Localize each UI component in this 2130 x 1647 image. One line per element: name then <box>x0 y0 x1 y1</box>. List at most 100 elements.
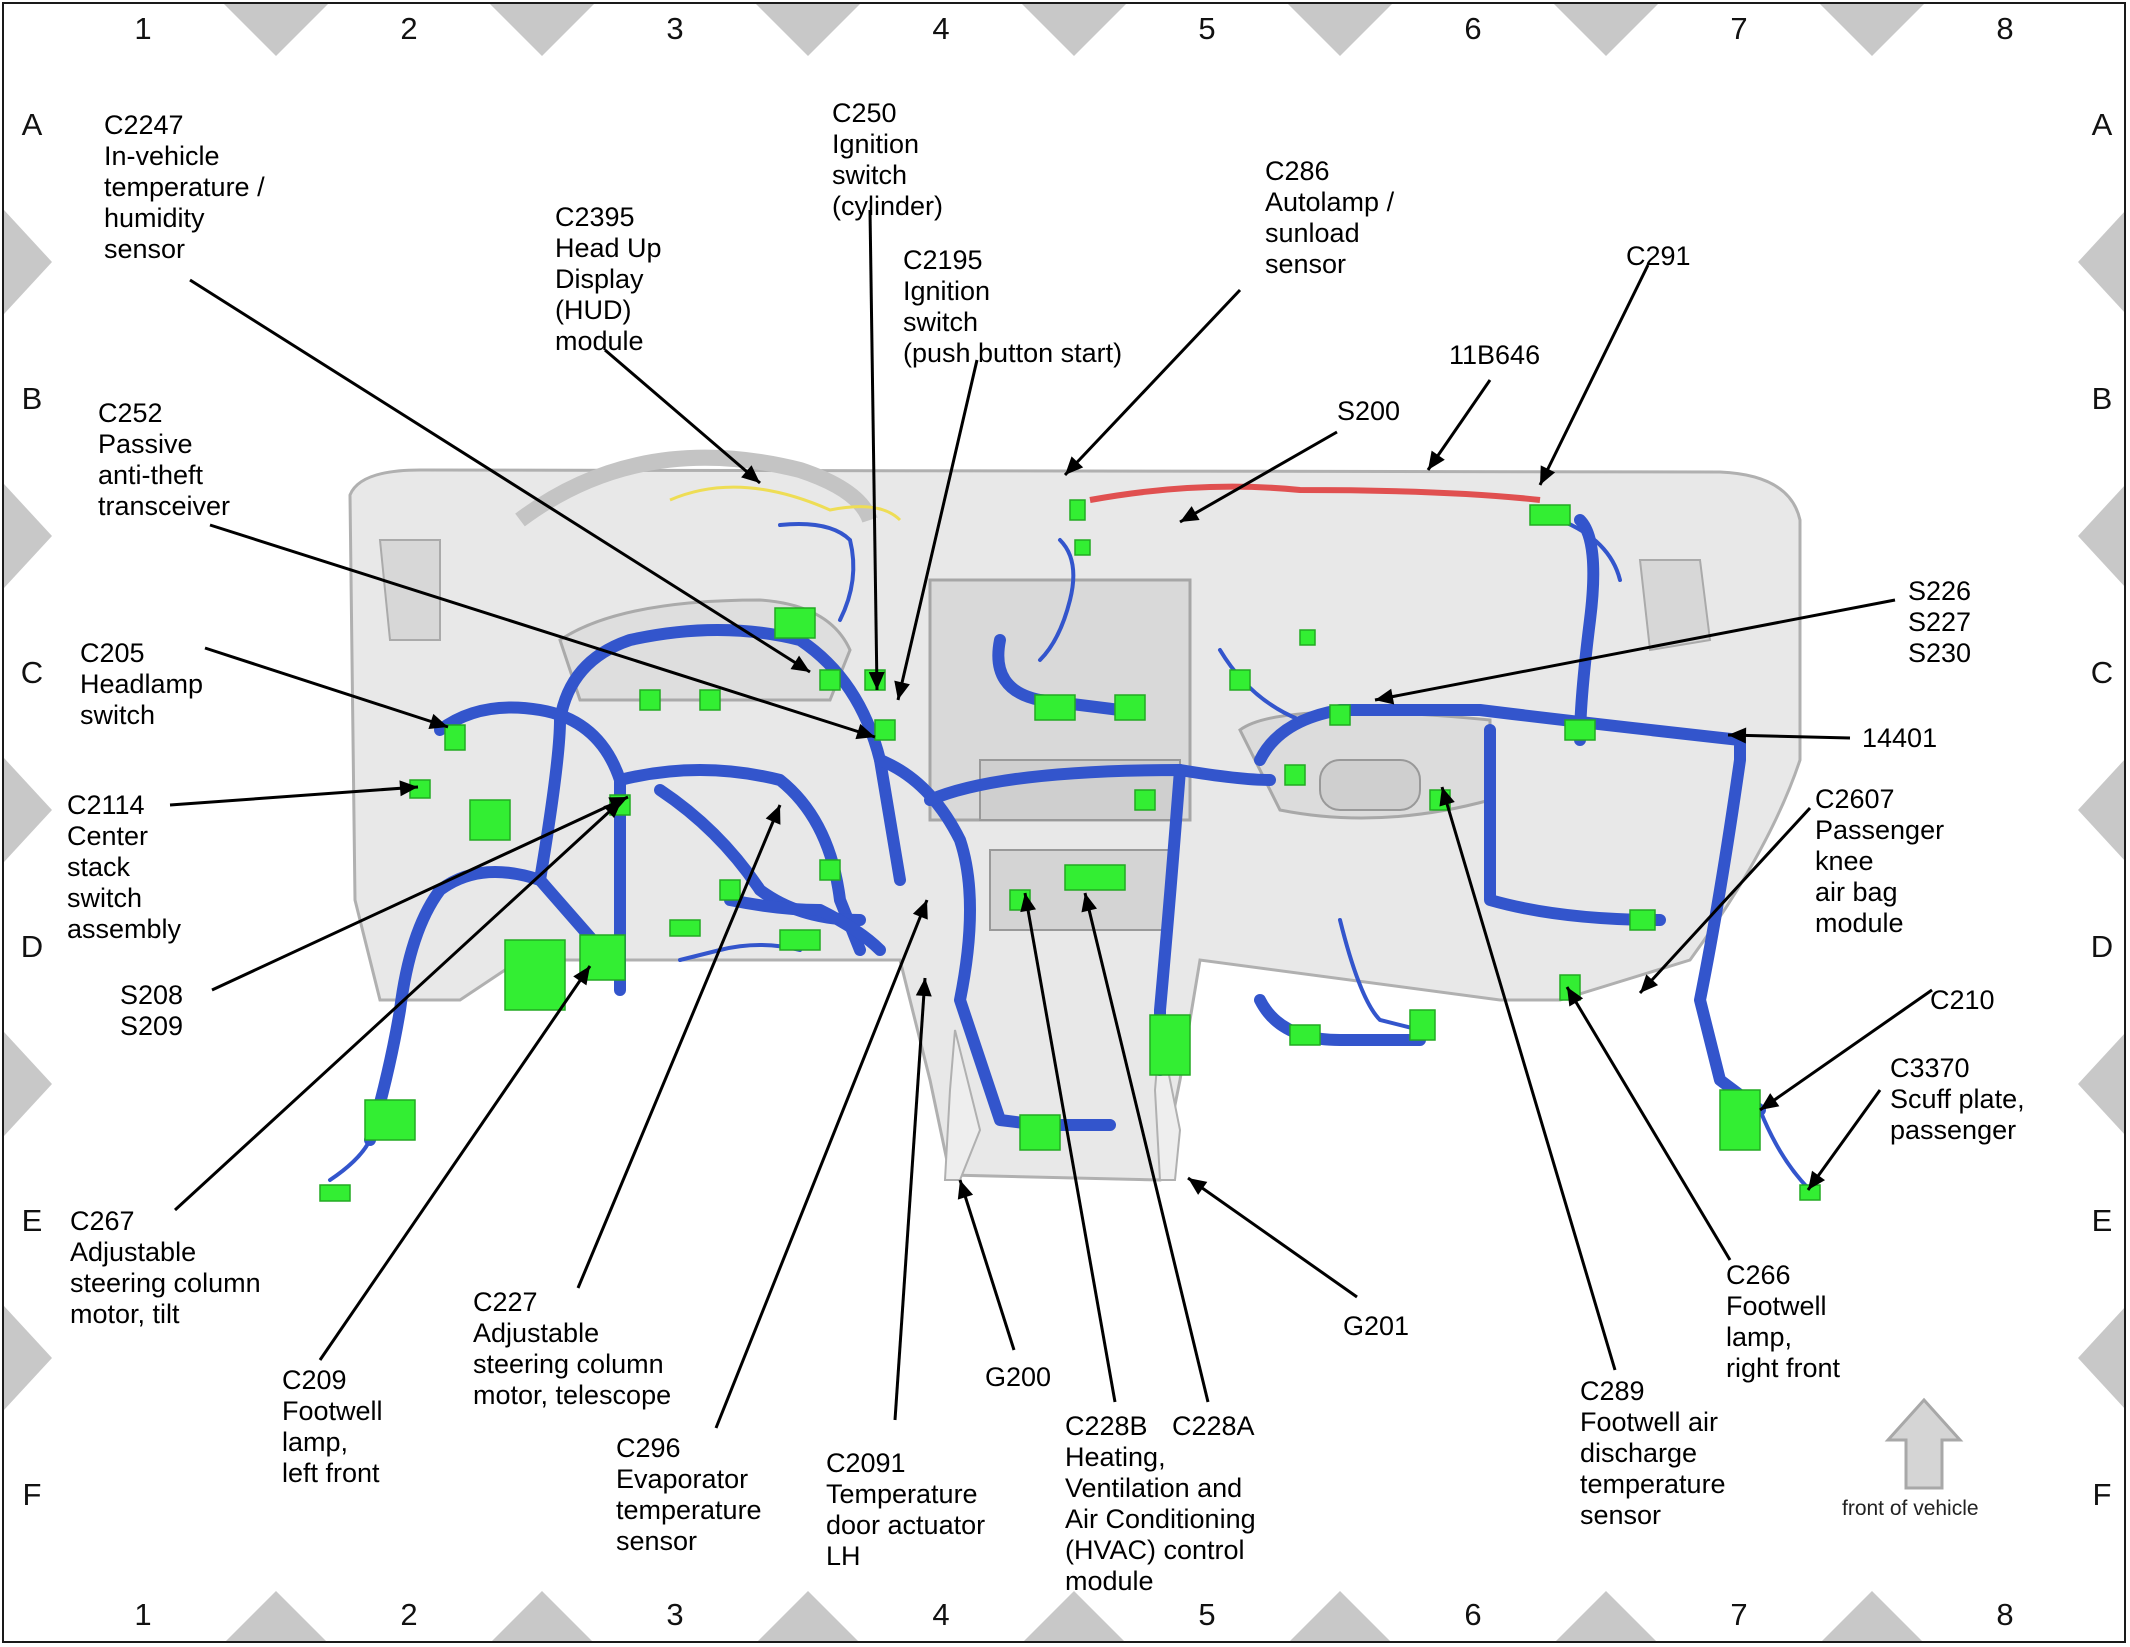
grid-row-D-right: D <box>2090 929 2114 964</box>
connector-block <box>444 724 466 751</box>
margin-markers <box>4 4 2126 1643</box>
leader-line <box>1565 986 1732 1261</box>
arrowhead <box>1065 456 1084 475</box>
arrow-up-icon <box>1884 1397 1964 1490</box>
connector-block <box>1229 669 1251 691</box>
grid-marker <box>224 1591 328 1643</box>
grid-marker <box>490 1591 594 1643</box>
grid-marker <box>1554 4 1658 56</box>
label-c3370: C3370 Scuff plate, passenger <box>1890 1053 2025 1145</box>
connector-block <box>819 669 841 691</box>
label-c227: C227 Adjustable steering column motor, t… <box>473 1287 672 1410</box>
arrowhead <box>915 978 932 997</box>
connector-block <box>1069 499 1086 521</box>
grid-marker <box>1022 1591 1126 1643</box>
grid-marker <box>2078 1306 2126 1410</box>
arrowhead <box>1180 506 1200 522</box>
label-c2114: C2114 Center stack switch assembly <box>67 790 182 944</box>
grid-column-6-bottom: 6 <box>1464 1597 1482 1632</box>
leader-line <box>1806 1089 1882 1191</box>
wire-branch <box>1338 918 1422 1032</box>
harness-segment <box>1154 764 1186 1076</box>
arrowhead <box>765 805 781 825</box>
connector-block <box>504 939 566 1011</box>
connector-block <box>819 859 841 881</box>
harness-segment <box>724 894 886 956</box>
label-c296: C296 Evaporator temperature sensor <box>616 1433 762 1556</box>
label-c228a: C228A <box>1172 1411 1255 1441</box>
connector-block <box>719 879 741 901</box>
grid-marker <box>4 484 52 588</box>
arrowhead <box>399 780 418 797</box>
arrowhead <box>894 680 910 700</box>
label-c267: C267 Adjustable steering column motor, t… <box>70 1206 261 1329</box>
label-c2091: C2091 Temperature door actuator LH <box>826 1448 986 1571</box>
grid-marker <box>490 4 594 56</box>
arrowhead <box>428 713 448 730</box>
connector-block <box>1149 1014 1191 1076</box>
arrowhead <box>912 900 928 920</box>
grid-marker <box>1820 1591 1924 1643</box>
arrowhead <box>573 966 590 986</box>
connector-block <box>1064 864 1126 891</box>
connector-block <box>1529 504 1571 526</box>
grid-marker <box>756 1591 860 1643</box>
connector-block <box>1134 789 1156 811</box>
connector-block <box>1564 719 1596 741</box>
label-11b646: 11B646 <box>1449 340 1541 370</box>
wire-branch <box>328 1138 372 1182</box>
label-c228b: C228B Heating, Ventilation and Air Condi… <box>1065 1411 1256 1596</box>
center-bracket-left <box>943 1029 982 1181</box>
connector-block <box>774 607 816 639</box>
connector-block <box>669 919 701 937</box>
leader-line <box>209 523 876 739</box>
label-c2247: C2247 In-vehicle temperature / humidity … <box>104 110 265 264</box>
grid-row-F-left: F <box>22 1477 42 1512</box>
leader-line <box>1727 733 1851 740</box>
grid-row-E-right: E <box>2091 1203 2113 1238</box>
arrowhead <box>1081 893 1098 913</box>
arrowhead <box>790 655 810 672</box>
leader-lines <box>169 209 1933 1429</box>
wire-branch <box>1038 538 1076 662</box>
leader-line <box>1023 892 1117 1403</box>
leader-line <box>204 646 449 729</box>
connector-block <box>1289 1024 1321 1046</box>
label-14401: 14401 <box>1862 723 1938 753</box>
leader-line <box>1638 806 1812 995</box>
leader-line <box>1179 430 1338 524</box>
connector-block <box>1284 764 1306 786</box>
harness-segment <box>364 866 616 1146</box>
connector-block <box>1329 704 1351 726</box>
harness-segment <box>434 701 626 996</box>
label-c2195: C2195 Ignition switch (push button start… <box>903 245 1123 368</box>
grid-marker <box>1288 1591 1392 1643</box>
arrowhead <box>741 465 760 483</box>
leader-line <box>169 785 419 807</box>
label-c250: C250 Ignition switch (cylinder) <box>832 98 944 221</box>
leader-line <box>1426 379 1492 471</box>
grid-column-3-top: 3 <box>666 11 684 46</box>
harness-segment <box>924 764 1276 806</box>
grid-row-C-right: C <box>2090 655 2114 690</box>
label-g200: G200 <box>985 1362 1052 1392</box>
grid-marker <box>1022 4 1126 56</box>
leader-line <box>1374 598 1896 702</box>
arrowhead <box>1567 987 1584 1007</box>
red-wire <box>1089 483 1541 503</box>
leader-line <box>896 359 979 701</box>
leader-line <box>1187 1176 1358 1299</box>
label-g201: G201 <box>1343 1311 1410 1341</box>
connector-block <box>319 1184 351 1202</box>
leader-line <box>1063 288 1242 477</box>
grid-column-8-top: 8 <box>1996 11 2014 46</box>
connector-block <box>1114 694 1146 721</box>
arrowhead <box>1640 974 1659 993</box>
grid-row-D-left: D <box>20 929 44 964</box>
connector-block <box>364 1099 416 1141</box>
arrowhead <box>1439 787 1455 807</box>
arrowhead <box>603 800 622 819</box>
grid-column-1-top: 1 <box>134 11 152 46</box>
connector-block <box>1034 694 1076 721</box>
